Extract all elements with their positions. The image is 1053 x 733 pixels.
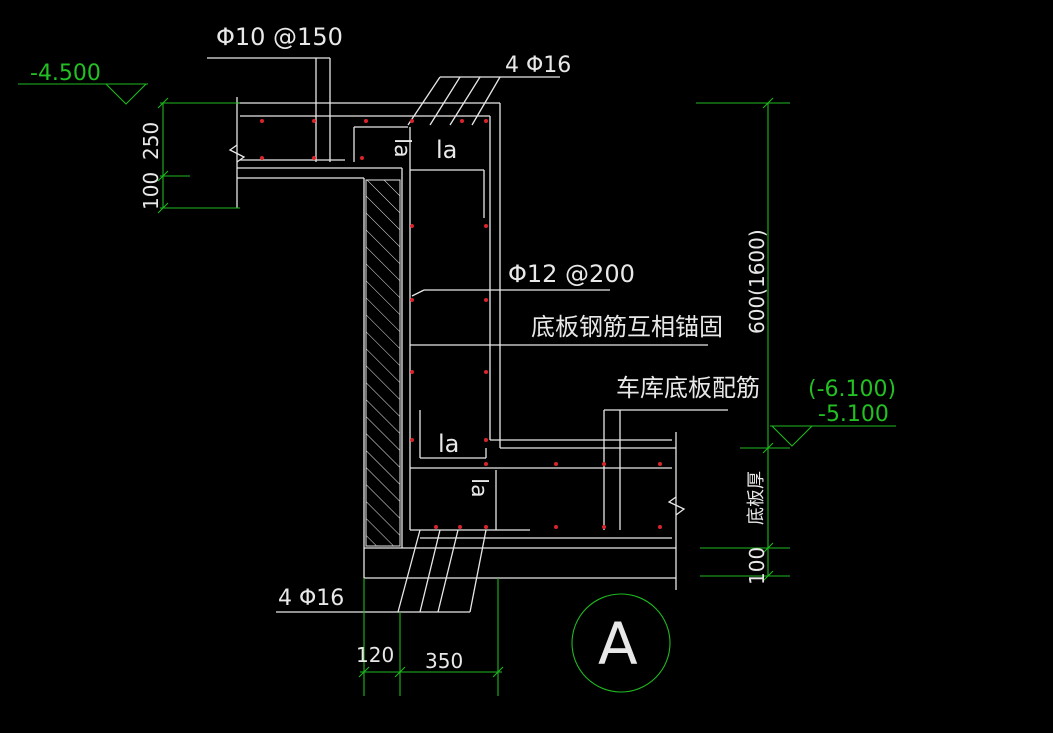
- dimension-lines: [18, 83, 896, 696]
- top-elevation: -4.500: [30, 61, 101, 86]
- dim-100-top: 100: [139, 172, 163, 210]
- dim-250: 250: [139, 122, 163, 160]
- masonry-hatch: [365, 179, 401, 547]
- bottom-elevation: -5.100: [818, 402, 889, 427]
- garage-note: 车库底板配筋: [616, 374, 760, 402]
- dim-120: 120: [356, 643, 394, 667]
- la-label-bottom-horizontal: la: [438, 430, 459, 458]
- dim-600: 600(1600): [745, 229, 769, 334]
- rebar-lines: [207, 57, 728, 613]
- slab-thickness-label: 底板厚: [746, 471, 767, 525]
- rebar-dots: [260, 119, 662, 529]
- top-bars-label: 4 Φ16: [505, 53, 571, 78]
- top-stirrup-label: Φ10 @150: [216, 23, 343, 51]
- anchor-note: 底板钢筋互相锚固: [531, 313, 723, 341]
- bottom-bars-label: 4 Φ16: [278, 586, 344, 611]
- la-label-bottom-vertical: la: [466, 478, 491, 498]
- section-marker-label: A: [598, 610, 638, 678]
- la-label-top-vertical: la: [389, 138, 414, 158]
- section-marker-circle: [571, 593, 671, 693]
- bottom-elevation-alt: (-6.100): [808, 377, 896, 402]
- la-label-top-horizontal: la: [436, 136, 457, 164]
- wall-bars-label: Φ12 @200: [508, 260, 635, 288]
- concrete-outline: [228, 97, 686, 590]
- dim-350: 350: [425, 649, 463, 673]
- dim-100-bottom: 100: [745, 547, 769, 585]
